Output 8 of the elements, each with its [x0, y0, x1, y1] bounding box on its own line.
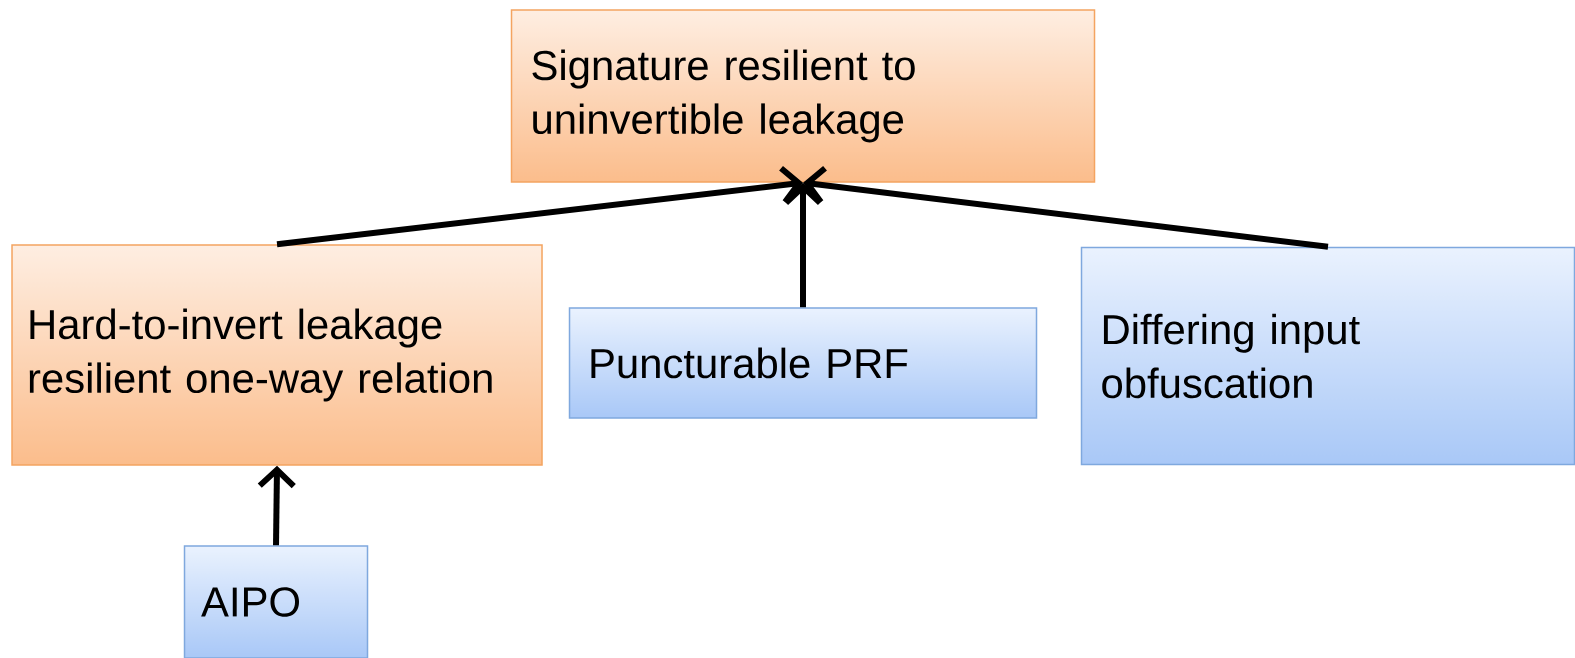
assumption-box: AIPO: [183, 545, 369, 658]
arrow: [803, 166, 1329, 250]
arrow: [276, 165, 803, 248]
result-box: Hard-to-invert leakage resilient one-way relation: [11, 244, 543, 466]
assumption-box: Puncturable PRF: [568, 307, 1038, 419]
arrow: [257, 465, 296, 546]
assumption-box: Differing input obfuscation: [1080, 246, 1575, 466]
result-box: Signature resilient to uninvertible leakage: [510, 9, 1096, 183]
